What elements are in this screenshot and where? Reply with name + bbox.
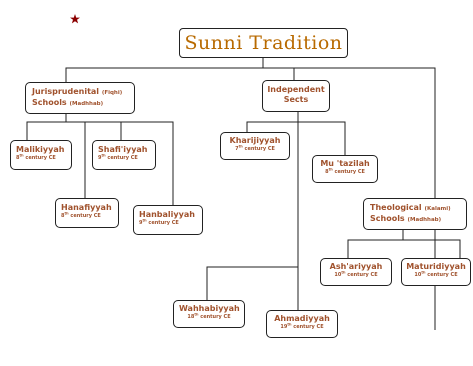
node-maturidiyyah: Maturidiyyah 10th century CE [401, 258, 471, 286]
node-independent: Independent Sects [262, 80, 330, 112]
node-hanbaliyyah-century: 9th century CE [139, 218, 179, 226]
node-hanafiyyah-century: 8th century CE [61, 211, 101, 219]
node-mutazilah: Mu 'tazilah 8th century CE [312, 155, 378, 183]
node-shafiiyyah-century: 9th century CE [98, 153, 138, 161]
node-theological-name2: Schools [370, 214, 405, 223]
node-wahhabiyyah-century: 18th century CE [187, 312, 231, 320]
node-jurisprudential-name2: Schools [32, 98, 67, 107]
diagram-title: Sunni Tradition [184, 32, 343, 54]
node-hanbaliyyah-name: Hanbaliyyah [139, 210, 195, 219]
node-theological-qualifier: (Kalami) [424, 206, 451, 212]
node-mutazilah-name: Mu 'tazilah [320, 159, 370, 168]
node-kharijiyyah-century: 7th century CE [235, 144, 275, 152]
connector-juris-bar [26, 121, 174, 205]
connector-lower-bar [206, 266, 298, 300]
node-theological-name: Theological [370, 203, 422, 212]
node-jurisprudential-qualifier2: (Madhhab) [69, 101, 104, 107]
node-independent-line2: Sects [283, 95, 309, 104]
node-hanafiyyah: Hanafiyyah 8th century CE [55, 198, 119, 228]
node-ahmadiyyah-century: 19th century CE [280, 322, 324, 330]
node-ashariyyah: Ash'ariyyah 10th century CE [320, 258, 392, 286]
node-wahhabiyyah-name: Wahhabiyyah [179, 304, 240, 313]
node-ashariyyah-name: Ash'ariyyah [329, 262, 383, 271]
node-independent-line1: Independent [267, 85, 325, 94]
node-maturidiyyah-century: 10th century CE [414, 270, 458, 278]
node-shafiiyyah: Shafi'iyyah 9th century CE [92, 140, 156, 170]
node-wahhabiyyah: Wahhabiyyah 18th century CE [173, 300, 245, 328]
node-maturidiyyah-name: Maturidiyyah [406, 262, 466, 271]
node-ahmadiyyah-name: Ahmadiyyah [274, 314, 330, 323]
node-malikiyyah-century: 8th century CE [16, 153, 56, 161]
node-theological: Theological (Kalami) Schools (Madhhab) [363, 198, 467, 230]
node-kharijiyyah-name: Kharijiyyah [229, 136, 281, 145]
node-mutazilah-century: 8th century CE [325, 167, 365, 175]
node-malikiyyah-name: Malikiyyah [16, 145, 65, 154]
connector-theo-bar [347, 239, 461, 258]
node-shafiiyyah-name: Shafi'iyyah [98, 145, 148, 154]
node-kharijiyyah: Kharijiyyah 7th century CE [220, 132, 290, 160]
node-malikiyyah: Malikiyyah 8th century CE [10, 140, 72, 170]
title-box: Sunni Tradition [179, 28, 348, 58]
connector-indep-bar [246, 121, 346, 155]
node-hanafiyyah-name: Hanafiyyah [61, 203, 112, 212]
node-ashariyyah-century: 10th century CE [334, 270, 378, 278]
node-theological-qualifier2: (Madhhab) [407, 217, 442, 223]
crescent-star-icon [55, 7, 83, 37]
node-ahmadiyyah: Ahmadiyyah 19th century CE [266, 310, 338, 338]
node-hanbaliyyah: Hanbaliyyah 9th century CE [133, 205, 203, 235]
node-jurisprudential-qualifier: (Fiqhi) [101, 90, 123, 96]
node-jurisprudential-name: Jurisprudenital [32, 87, 100, 96]
node-jurisprudential: Jurisprudenital (Fiqhi) Schools (Madhhab… [25, 82, 135, 114]
